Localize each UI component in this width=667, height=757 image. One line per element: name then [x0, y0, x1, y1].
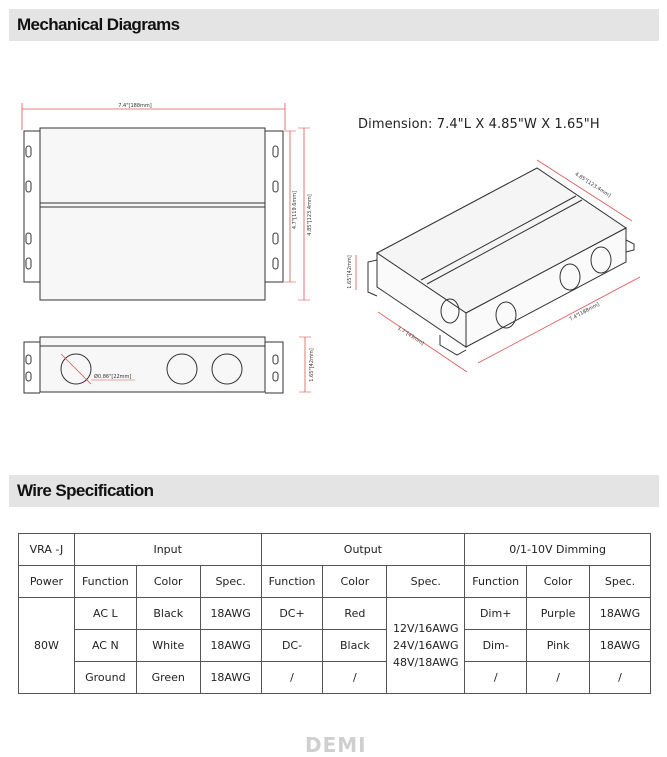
output-spec-header: Spec.: [386, 565, 466, 598]
input-color: White: [135, 629, 201, 662]
output-color: Red: [322, 597, 388, 630]
input-function-header: Function: [73, 565, 137, 598]
mechanical-drawing: 7.4"[188mm] 4.7"[119.6mm] 4.85"[123.4mm]…: [21, 103, 641, 394]
output-header: Output: [260, 533, 466, 566]
hole-diameter-label: Ø0.86"[22mm]: [94, 373, 131, 380]
input-spec: 18AWG: [199, 661, 262, 694]
input-color: Green: [135, 661, 201, 694]
output-spec: 12V/16AWG 24V/16AWG 48V/18AWG: [386, 597, 466, 694]
input-header: Input: [73, 533, 262, 566]
input-spec-header: Spec.: [199, 565, 262, 598]
mechanical-diagrams-header: Mechanical Diagrams: [9, 9, 659, 41]
section-title: Wire Specification: [17, 481, 154, 500]
brand-watermark: DEMI: [305, 733, 367, 757]
top-view-drawing: [21, 103, 310, 301]
power-label: Power: [18, 565, 75, 598]
dimming-function: /: [464, 661, 528, 694]
dimming-spec: 18AWG: [589, 629, 651, 662]
dimming-color-header: Color: [526, 565, 591, 598]
table-row: 80W AC L Black 18AWG DC+ Red 12V/16AWG 2…: [18, 597, 651, 694]
input-color: Black: [135, 597, 201, 630]
input-function: AC N: [73, 629, 137, 662]
output-spec-line: 12V/16AWG: [392, 622, 459, 635]
dimming-function: Dim-: [464, 629, 528, 662]
input-function: Ground: [73, 661, 137, 694]
dimming-color: Pink: [526, 629, 591, 662]
table-header-row: VRA -J Input Output 0/1-10V Dimming: [18, 533, 651, 566]
output-color: Black: [322, 629, 388, 662]
dimension-label: Dimension: 7.4"L X 4.85"W X 1.65"H: [358, 117, 600, 132]
output-spec-line: 24V/16AWG: [392, 639, 459, 652]
side-height-label: 1.65"[42mm]: [309, 348, 315, 381]
dimming-color: Purple: [526, 597, 591, 630]
table-subheader-row: Power Function Color Spec. Function Colo…: [18, 565, 651, 598]
outer-height-label: 4.85"[123.4mm]: [307, 194, 313, 235]
output-function: /: [260, 661, 324, 694]
table-row: Ground Green 18AWG / / / / /: [19, 661, 651, 694]
output-function: DC-: [260, 629, 324, 662]
iso-depth-label: 1.7"[43mm]: [396, 325, 425, 347]
wire-specification-header: Wire Specification: [9, 475, 659, 507]
top-width-label: 7.4"[188mm]: [118, 103, 151, 109]
iso-width-label: 4.85"[123.4mm]: [574, 171, 612, 199]
dimming-spec: /: [589, 661, 651, 694]
model-cell: VRA -J: [18, 533, 75, 566]
dimming-color: /: [526, 661, 591, 694]
input-spec: 18AWG: [199, 629, 262, 662]
input-function: AC L: [73, 597, 137, 630]
dimming-header: 0/1-10V Dimming: [464, 533, 651, 566]
output-color-header: Color: [322, 565, 388, 598]
isometric-view-drawing: [355, 159, 641, 373]
table-row: AC N White 18AWG DC- Black Dim- Pink 18A…: [19, 629, 651, 662]
output-spec-line: 48V/18AWG: [392, 656, 459, 669]
dimming-spec: 18AWG: [589, 597, 651, 630]
side-view-drawing: [23, 336, 311, 394]
input-color-header: Color: [135, 565, 201, 598]
wire-spec-table: VRA -J Input Output 0/1-10V Dimming Powe…: [18, 533, 651, 694]
power-value: 80W: [18, 597, 75, 694]
dimming-spec-header: Spec.: [589, 565, 651, 598]
input-spec: 18AWG: [199, 597, 262, 630]
inner-height-label: 4.7"[119.6mm]: [292, 191, 298, 229]
dimming-function: Dim+: [464, 597, 528, 630]
output-function: DC+: [260, 597, 324, 630]
dimming-function-header: Function: [464, 565, 528, 598]
output-color: /: [322, 661, 388, 694]
section-title: Mechanical Diagrams: [17, 15, 180, 34]
iso-height-label: 1.65"[42mm]: [347, 255, 353, 288]
output-function-header: Function: [260, 565, 324, 598]
